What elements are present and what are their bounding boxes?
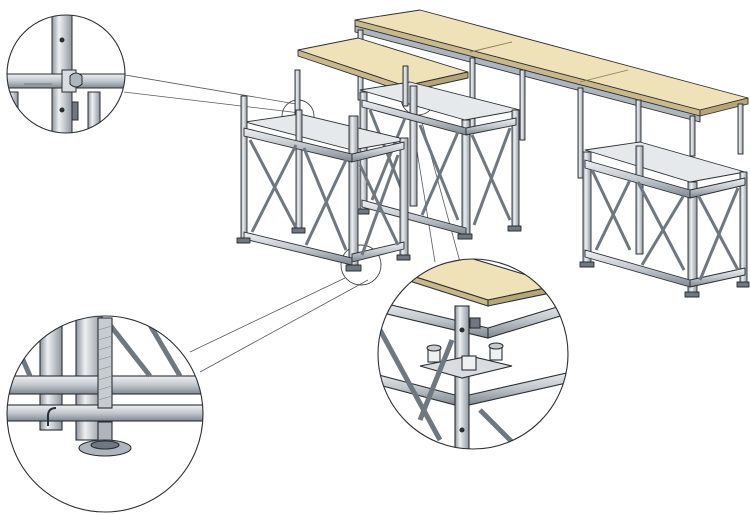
tower-frame-front: [236, 95, 411, 272]
deck-platform-long: [354, 9, 749, 123]
main-assembly: [236, 9, 750, 298]
callout-base-jack-detail: [6, 315, 204, 513]
tower-frame-right: [579, 141, 750, 298]
callout-leaders: [123, 74, 461, 373]
callout-deck-support-detail: [377, 258, 569, 450]
callout-clamp-detail: [6, 14, 126, 134]
